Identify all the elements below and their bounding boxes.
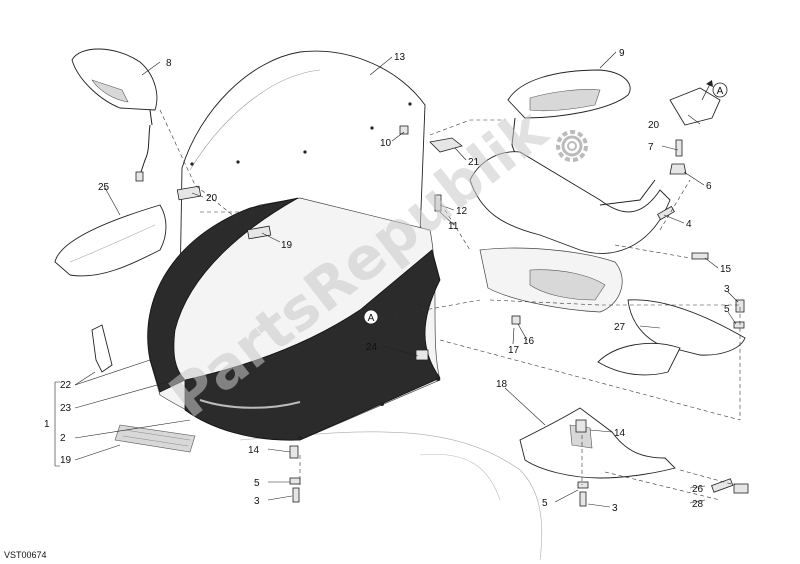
gear-icon [556,130,588,162]
lower-bracket-part [519,407,676,479]
background-body-outline [239,431,543,561]
callout-3-left: 3 [254,496,260,507]
callout-14-left: 14 [248,445,260,456]
callout-2: 2 [60,433,66,444]
callout-23: 23 [60,403,72,414]
fasteners [176,87,749,507]
side-bracket-part [91,324,113,373]
callout-19-right: 20 [648,120,660,131]
callout-6: 6 [706,181,712,192]
reflector-part [114,424,196,453]
callout-4: 4 [686,219,692,230]
callout-20-left: 20 [206,193,218,204]
reference-lines [159,109,741,501]
front-fairing-part [147,197,441,441]
callout-12: 12 [456,206,468,217]
callout-11: 11 [448,221,459,232]
ref-marker-a-mid: A [363,309,379,325]
ref-marker-a-top: A [701,80,728,101]
callout-16: 16 [523,336,535,347]
callout-22: 22 [60,380,72,391]
leader-lines [54,51,739,508]
callout-5-right: 5 [724,304,730,315]
callout-26: 27 [614,322,626,333]
svg-text:A: A [717,86,724,97]
right-side-panel-part [597,299,746,376]
callout-13: 13 [394,52,406,63]
callout-17: 17 [508,345,520,356]
callouts: 8 13 9 10 21 20 25 19 20 12 11 7 6 4 15 … [44,48,732,514]
diagram-code: VST00674 [4,550,47,560]
callout-20-right: 21 [468,157,480,168]
callout-21: 19 [60,455,72,466]
callout-28: 28 [692,499,704,510]
svg-text:A: A [368,313,375,324]
left-mirror-part [71,48,158,182]
callout-19-left: 19 [281,240,293,251]
callout-5-mid: 5 [542,498,548,509]
callout-7: 7 [648,142,654,153]
callout-24: 24 [366,342,378,353]
callout-25: 25 [98,182,110,193]
callout-14-right: 14 [614,428,626,439]
callout-8: 8 [166,58,172,69]
right-mirror-part [507,69,631,181]
callout-3-mid: 3 [612,503,618,514]
callout-3-right: 3 [724,284,730,295]
callout-1: 1 [44,419,50,430]
callout-5-left: 5 [254,478,260,489]
left-side-panel-part [54,204,167,277]
callout-9: 9 [619,48,625,59]
callout-15: 15 [720,264,732,275]
callout-18: 18 [496,379,508,390]
callout-10: 10 [380,138,392,149]
callout-27: 26 [692,484,704,495]
headlight-subframe-part [469,151,671,313]
